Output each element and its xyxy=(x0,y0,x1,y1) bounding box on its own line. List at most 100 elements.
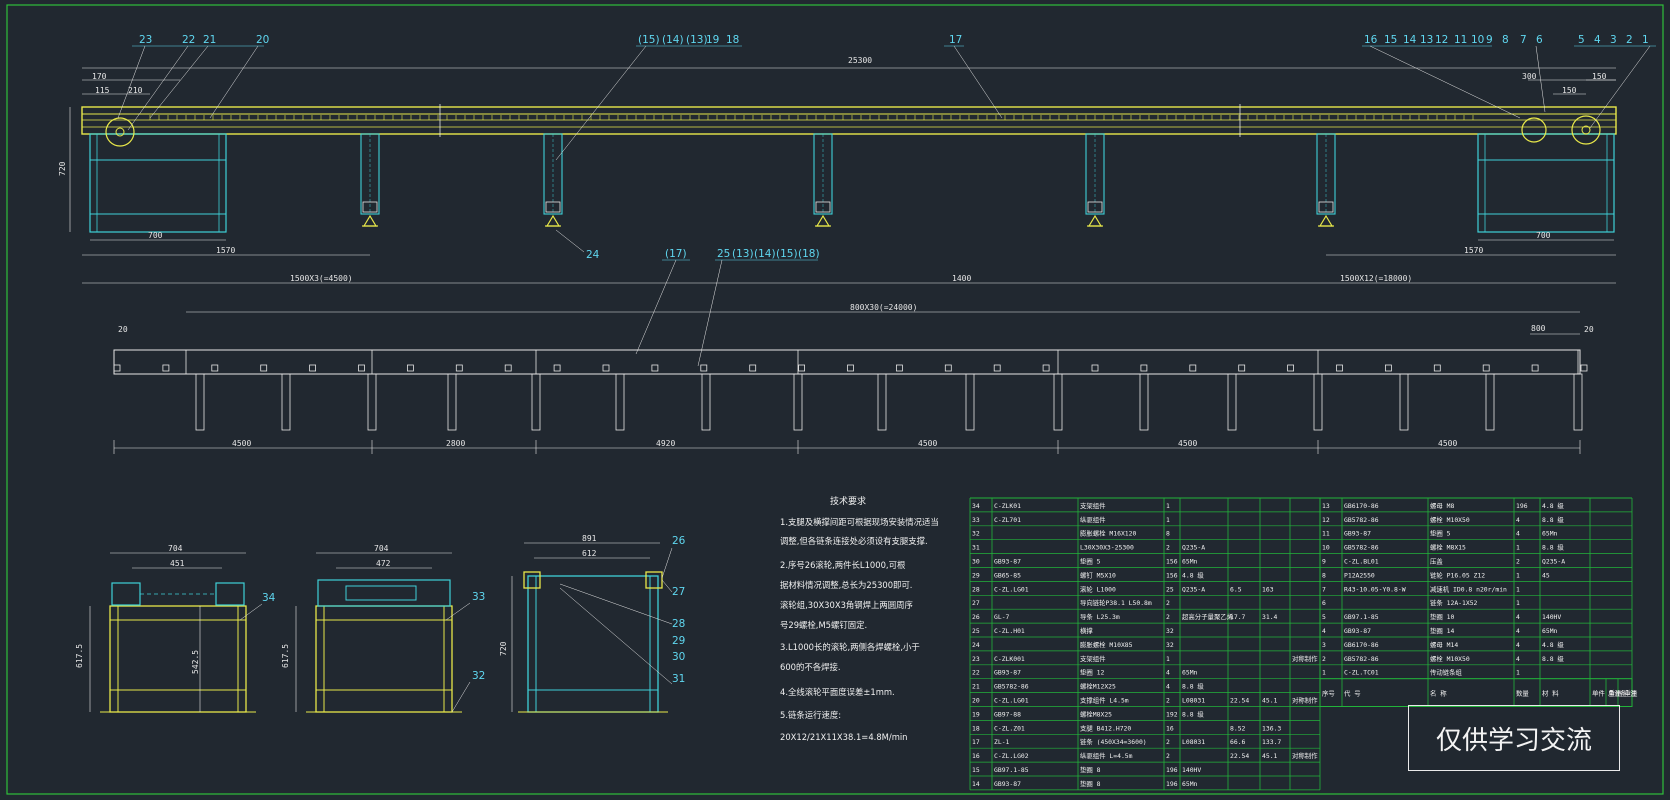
bom-cell: 传动链条组 xyxy=(1430,668,1463,677)
note-line-10: 5.链条运行速度: xyxy=(780,710,841,720)
roller-mark xyxy=(1091,364,1099,372)
bom-cell: C-ZL.LG01 xyxy=(994,697,1029,705)
bom-cell: L08031 xyxy=(1182,697,1205,705)
plan-post xyxy=(1399,373,1409,431)
bom-cell: 4 xyxy=(1516,627,1520,635)
roller-mark xyxy=(1580,364,1588,372)
bom-header-cell: 序号 xyxy=(1322,689,1335,698)
balloon-28: 28 xyxy=(672,618,685,630)
bom-cell: 156 xyxy=(1166,571,1178,579)
bom-cell: 45.1 xyxy=(1262,697,1278,705)
balloon-1: 1 xyxy=(1642,34,1649,46)
support-legs xyxy=(360,133,1336,227)
bom-cell: GL-7 xyxy=(994,613,1010,621)
bom-cell: C-ZL.H01 xyxy=(994,627,1025,635)
bom-cell: GB65-85 xyxy=(994,571,1021,579)
bom-cell: 2 xyxy=(1322,655,1326,663)
bom-cell: 支架组件 xyxy=(1080,501,1106,510)
roller-mark xyxy=(944,364,952,372)
bom-cell: 2 xyxy=(1516,558,1520,566)
bom-cell: 45.1 xyxy=(1262,752,1278,760)
sec1-h1: 617.5 xyxy=(75,644,84,668)
roller-mark xyxy=(847,364,854,372)
bom-cell: C-ZL.LG01 xyxy=(994,585,1029,593)
balloon-32: 32 xyxy=(472,670,485,682)
bom-cell: 螺栓 M10X50 xyxy=(1430,515,1470,524)
bom-cell: P12A2550 xyxy=(1344,571,1375,579)
plan-post xyxy=(1485,373,1495,431)
plan-beam xyxy=(113,349,1581,375)
bom-cell: GB93-87 xyxy=(1344,530,1371,538)
roller-mark xyxy=(651,364,659,372)
sec3-w2: 612 xyxy=(582,549,597,558)
balloon-10: 10 xyxy=(1471,34,1484,46)
balloon-24: 24 xyxy=(586,249,600,261)
bom-cell: 25 xyxy=(972,627,980,635)
balloon-33: 33 xyxy=(472,591,485,603)
roller-mark xyxy=(406,364,414,372)
balloon-9: 9 xyxy=(1486,34,1493,46)
plan-segment-dims: 4500 2800 4920 4500 4500 4500 xyxy=(232,439,1457,448)
roller-mark xyxy=(113,364,121,372)
right-end-frame xyxy=(1477,133,1615,233)
balloon-8: 8 xyxy=(1502,34,1509,46)
bom-cell: ZL-1 xyxy=(994,738,1010,746)
roller-mark xyxy=(553,364,561,372)
roller-mark xyxy=(700,364,708,372)
plan-post xyxy=(447,373,457,431)
plan-post xyxy=(281,373,291,431)
bom-cell: 4 xyxy=(1322,627,1326,635)
plan-view: 800X30(=24000) 20 800 20 4500 2800 4920 … xyxy=(113,248,1594,454)
support-leg xyxy=(1316,133,1336,227)
sec2-w1: 704 xyxy=(374,544,389,553)
bom-cell: 133.7 xyxy=(1262,738,1281,746)
bom-cell: C-ZL.Z01 xyxy=(994,724,1025,732)
bom-cell: 20 xyxy=(972,697,980,705)
bom-cell: 6.5 xyxy=(1230,585,1242,593)
bom-cell: 对称制作 xyxy=(1292,654,1318,663)
balloon-13p: (13) xyxy=(686,34,708,46)
bom-cell: 14 xyxy=(972,780,980,788)
bom-header-cell: 名 称 xyxy=(1430,689,1447,698)
bom-cell: 32 xyxy=(1166,641,1174,649)
bom-cell: 8.8 级 xyxy=(1542,515,1564,524)
conveyor-beam xyxy=(81,106,1617,135)
dim-seg-2: 2800 xyxy=(446,439,465,448)
bom-cell: GB97-88 xyxy=(994,710,1021,718)
bom-cell: 8.8 级 xyxy=(1182,682,1204,691)
bom-cell: 163 xyxy=(1262,585,1274,593)
bom-cell: 140HV xyxy=(1542,613,1561,621)
bom-cell: L08031 xyxy=(1182,738,1205,746)
bom-cell: 11 xyxy=(1322,530,1330,538)
bom-cell: 13 xyxy=(1322,502,1330,510)
sec1-w1: 704 xyxy=(168,544,183,553)
bom-cell: 22.54 xyxy=(1230,697,1249,705)
support-leg xyxy=(813,133,833,227)
note-line-6: 号29螺栓,M5螺钉固定. xyxy=(780,620,867,630)
sec3-h1: 720 xyxy=(499,641,508,656)
plan-post xyxy=(1227,373,1237,431)
dim-1400: 1400 xyxy=(952,274,971,283)
roller-mark xyxy=(260,364,268,372)
bom-cell: 2 xyxy=(1166,738,1170,746)
bom-cell: 8.8 级 xyxy=(1542,654,1564,663)
bom-cell: 链条 12A-1X52 xyxy=(1430,598,1478,607)
balloon-5: 5 xyxy=(1578,34,1585,46)
dim-170: 170 xyxy=(92,72,107,81)
bom-cell: 5 xyxy=(1322,613,1326,621)
bom-cell: 65Mn xyxy=(1182,558,1198,566)
bom-cell: 4.8 级 xyxy=(1182,570,1204,579)
bom-cell: GB5782-86 xyxy=(1344,516,1379,524)
bom-cell: 17 xyxy=(972,738,980,746)
balloon-18: 18 xyxy=(726,34,739,46)
dim-20-right: 20 xyxy=(1584,325,1594,334)
